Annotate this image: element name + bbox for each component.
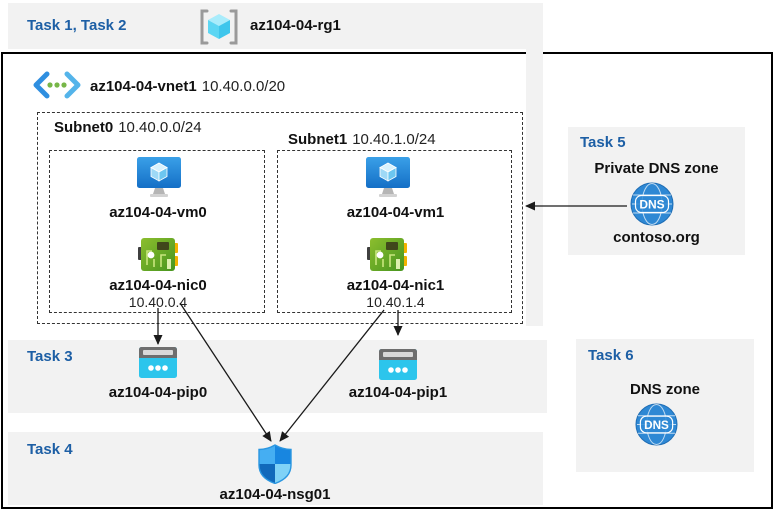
subnet0-title: Subnet0 10.40.0.0/24 xyxy=(54,119,202,136)
private-dns-zone-name: contoso.org xyxy=(613,229,700,246)
vm0-label: az104-04-vm0 xyxy=(109,204,207,221)
public-ip-icon xyxy=(139,347,177,378)
network-interface-icon xyxy=(367,236,407,273)
pip1-label: az104-04-pip1 xyxy=(348,384,448,401)
resource-group-icon xyxy=(198,8,240,46)
resource-group-name: az104-04-rg1 xyxy=(250,17,341,34)
subnet0-name: Subnet0 xyxy=(54,119,114,136)
nic0-ip: 10.40.0.4 xyxy=(128,294,188,310)
nic1-label: az104-04-nic1 xyxy=(346,277,445,294)
task3-band: Task 3 az104-04-pip0 az104-04-pip1 xyxy=(8,340,547,413)
vnet-name: az104-04-vnet1 xyxy=(90,78,197,95)
vm1-label: az104-04-vm1 xyxy=(346,204,445,221)
task12-label: Task 1, Task 2 xyxy=(27,17,127,34)
virtual-machine-icon xyxy=(365,156,411,198)
vnet-title: az104-04-vnet1 10.40.0.0/20 xyxy=(90,78,285,95)
task4-band: Task 4 az104-04-nsg01 xyxy=(8,432,543,505)
dns-badge-text: DNS xyxy=(644,419,669,432)
network-interface-icon xyxy=(138,236,178,273)
private-dns-zone-title: Private DNS zone xyxy=(594,160,719,177)
subnet0-cidr: 10.40.0.0/24 xyxy=(118,119,202,136)
task6-label: Task 6 xyxy=(588,347,634,364)
public-ip-icon xyxy=(379,349,417,380)
subnet1-name: Subnet1 xyxy=(288,131,348,148)
dns-zone-icon: DNS xyxy=(630,182,674,226)
subnet1-box: az104-04-vm1 az104-04-nic1 10.40.1.4 xyxy=(277,150,512,313)
task5-box: Task 5 Private DNS zone DNS contoso.org xyxy=(568,127,745,255)
task6-box: Task 6 DNS zone DNS xyxy=(576,339,754,472)
task12-band: Task 1, Task 2 az104-04-rg1 xyxy=(8,3,543,49)
dns-badge-text: DNS xyxy=(639,198,664,212)
task5-label: Task 5 xyxy=(580,134,626,151)
virtual-network-icon xyxy=(33,71,81,99)
nic0-label: az104-04-nic0 xyxy=(109,277,207,294)
pip0-label: az104-04-pip0 xyxy=(108,384,208,401)
subnet1-cidr: 10.40.1.0/24 xyxy=(352,131,436,148)
network-security-group-icon xyxy=(257,444,293,484)
subnet1-title: Subnet1 10.40.1.0/24 xyxy=(288,131,436,148)
task3-label: Task 3 xyxy=(27,348,73,365)
nsg-label: az104-04-nsg01 xyxy=(219,486,331,503)
nic1-ip: 10.40.1.4 xyxy=(366,294,425,310)
virtual-machine-icon xyxy=(136,156,182,198)
dns-zone-title: DNS zone xyxy=(629,381,700,398)
vnet-right-gray-strip xyxy=(526,49,543,326)
dns-zone-icon: DNS xyxy=(635,403,678,446)
vnet-cidr: 10.40.0.0/20 xyxy=(201,78,286,95)
task4-label: Task 4 xyxy=(27,441,73,458)
diagram-outer-border xyxy=(1,52,773,509)
subnet0-box: az104-04-vm0 az104-04-nic0 10.40.0.4 xyxy=(49,150,265,313)
